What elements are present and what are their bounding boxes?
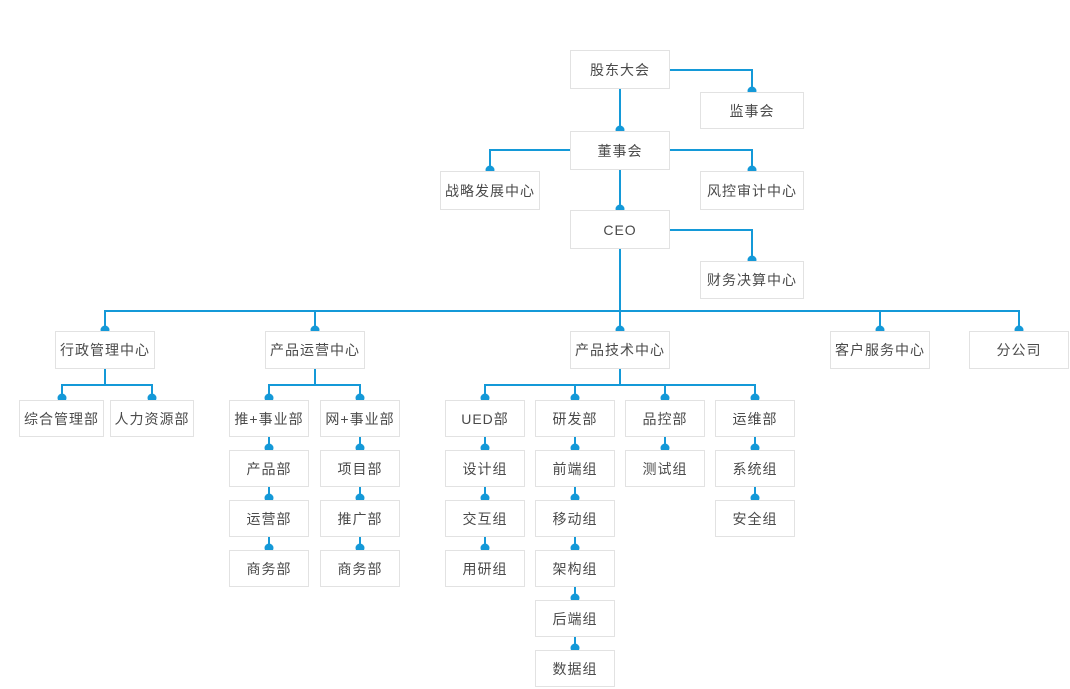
org-node-tui-division: 推+事业部 [229,400,309,437]
org-node-product-dept: 产品部 [229,450,309,487]
org-node-design-group: 设计组 [445,450,525,487]
org-node-promotion-dept: 推广部 [320,500,400,537]
org-node-tech-center: 产品技术中心 [570,331,670,369]
org-node-ceo: CEO [570,210,670,249]
org-node-tui-business-dept: 商务部 [229,550,309,587]
org-node-architecture-group: 架构组 [535,550,615,587]
org-node-general-admin-dept: 综合管理部 [19,400,104,437]
org-node-security-group: 安全组 [715,500,795,537]
org-node-rd-dept: 研发部 [535,400,615,437]
org-node-product-ops-center: 产品运营中心 [265,331,365,369]
org-node-wang-division: 网+事业部 [320,400,400,437]
org-node-risk-audit-center: 风控审计中心 [700,171,804,210]
org-node-qc-dept: 品控部 [625,400,705,437]
org-node-testing-group: 测试组 [625,450,705,487]
org-node-wang-business-dept: 商务部 [320,550,400,587]
org-node-supervisory-board: 监事会 [700,92,804,129]
org-node-finance-center: 财务决算中心 [700,261,804,299]
org-node-operations-dept: 运营部 [229,500,309,537]
org-node-customer-service-center: 客户服务中心 [830,331,930,369]
org-node-mobile-group: 移动组 [535,500,615,537]
org-node-maintenance-dept: 运维部 [715,400,795,437]
connector-lines [61,69,1020,648]
org-node-system-group: 系统组 [715,450,795,487]
org-node-board-of-directors: 董事会 [570,131,670,170]
org-node-hr-dept: 人力资源部 [110,400,194,437]
org-node-project-dept: 项目部 [320,450,400,487]
org-node-frontend-group: 前端组 [535,450,615,487]
org-node-interaction-group: 交互组 [445,500,525,537]
org-node-ued-dept: UED部 [445,400,525,437]
org-node-user-research-group: 用研组 [445,550,525,587]
org-node-data-group: 数据组 [535,650,615,687]
org-node-strategy-center: 战略发展中心 [440,171,540,210]
org-node-shareholders-meeting: 股东大会 [570,50,670,89]
org-node-branch-company: 分公司 [969,331,1069,369]
org-node-admin-center: 行政管理中心 [55,331,155,369]
org-node-backend-group: 后端组 [535,600,615,637]
